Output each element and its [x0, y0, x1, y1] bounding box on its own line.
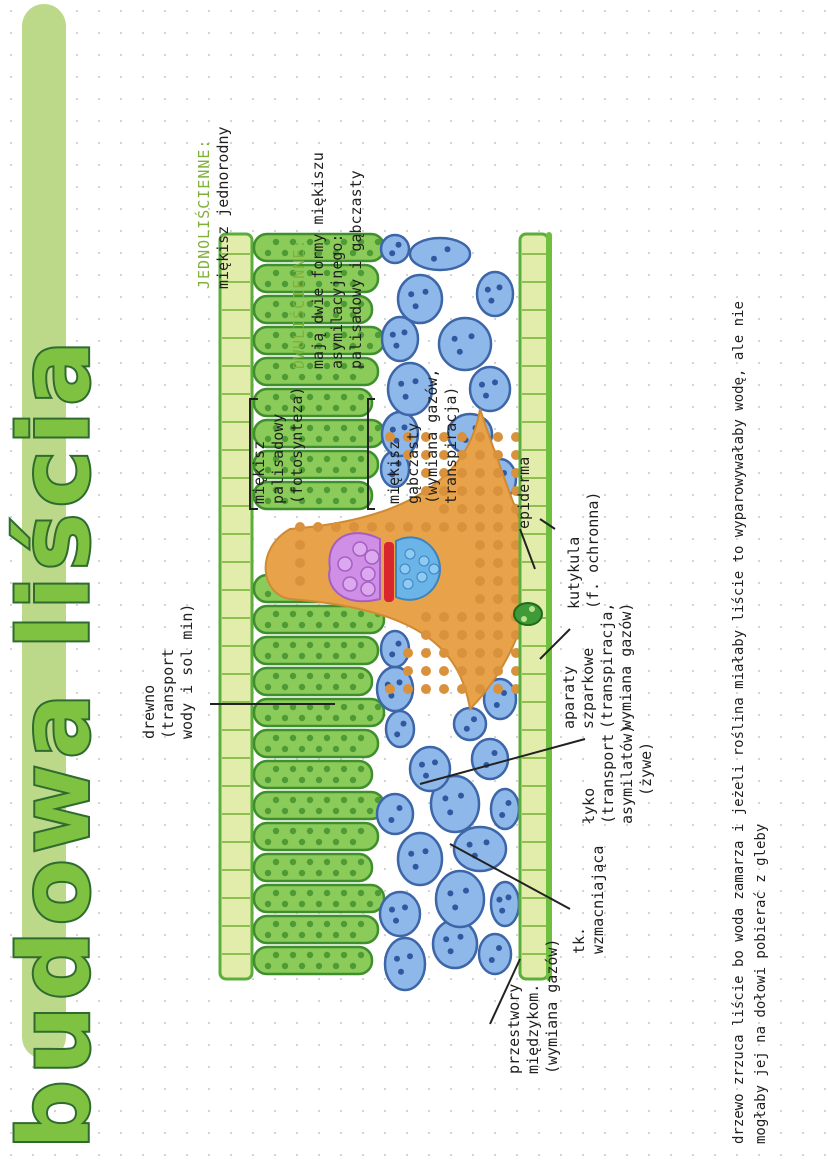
palisade-layer: [252, 232, 386, 976]
vascular-bundle: [264, 408, 533, 712]
jednoliscienne-note: JEDNOLIŚCIENNE: miękisz jednorodny: [195, 126, 232, 289]
spongy-cell: [489, 880, 521, 928]
spongy-cell: [489, 787, 521, 831]
winter-leaf-note: drzewo zrzuca liście bo woda zamarza i j…: [731, 301, 769, 1144]
xylem: [328, 532, 381, 603]
palisade-cell: [252, 418, 386, 449]
palisade-cell: [252, 945, 374, 976]
palisade-cell: [252, 604, 386, 635]
palisade-cell: [252, 294, 374, 325]
spongy-cell: [477, 932, 513, 976]
palisade-cell: [252, 480, 374, 511]
label-kutykula: kutykula(f. ochronna): [565, 491, 602, 609]
spongy-cell: [429, 774, 481, 834]
palisade-cell: [252, 356, 380, 387]
label-brackets: [210, 398, 586, 1025]
palisade-cell: [252, 666, 374, 697]
spongy-cell: [396, 831, 444, 887]
spongy-layer: [375, 233, 522, 992]
palisade-cell: [252, 728, 380, 759]
spongy-cell: [482, 677, 518, 721]
spongy-cell: [378, 890, 422, 938]
palisade-cell: [252, 821, 380, 852]
spongy-cell: [379, 629, 411, 669]
spongy-cell: [452, 825, 508, 873]
palisade-cell: [252, 852, 374, 883]
label-tkanka-wzmacniajaca: tk.wzmacniająca: [570, 845, 607, 954]
spongy-cell: [470, 737, 510, 781]
spongy-cell: [380, 315, 420, 363]
palisade-cell: [252, 635, 380, 666]
palisade-cell: [252, 759, 374, 790]
palisade-cell: [252, 914, 380, 945]
palisade-cell: [252, 387, 374, 418]
stoma: [513, 602, 543, 626]
spongy-cell: [384, 709, 416, 749]
label-epiderma: epiderma: [515, 456, 533, 529]
spongy-cell: [375, 792, 415, 836]
palisade-cell: [252, 325, 386, 356]
palisade-cell: [252, 790, 386, 821]
phloem: [395, 536, 442, 601]
spongy-cell: [475, 270, 515, 318]
spongy-cell: [452, 706, 488, 742]
spongy-cell: [408, 745, 452, 793]
spongy-cell: [386, 361, 434, 417]
cambium-line: [384, 542, 394, 602]
spongy-cell: [396, 273, 444, 325]
spongy-cell: [434, 869, 486, 929]
spongy-cell: [383, 936, 427, 992]
palisade-cell: [252, 697, 386, 728]
spongy-cell: [380, 410, 420, 458]
palisade-cell: [252, 883, 386, 914]
palisade-cell: [252, 449, 380, 480]
spongy-cell: [437, 316, 493, 372]
spongy-cell: [379, 233, 411, 265]
spongy-cell: [468, 365, 512, 413]
spongy-cell: [408, 236, 472, 272]
dwuliscienne-note: DWULIŚCIENNE: mają dwie formy miękiszu a…: [290, 152, 365, 369]
palisade-cell: [252, 263, 380, 294]
upper-epidermis: [218, 232, 254, 981]
